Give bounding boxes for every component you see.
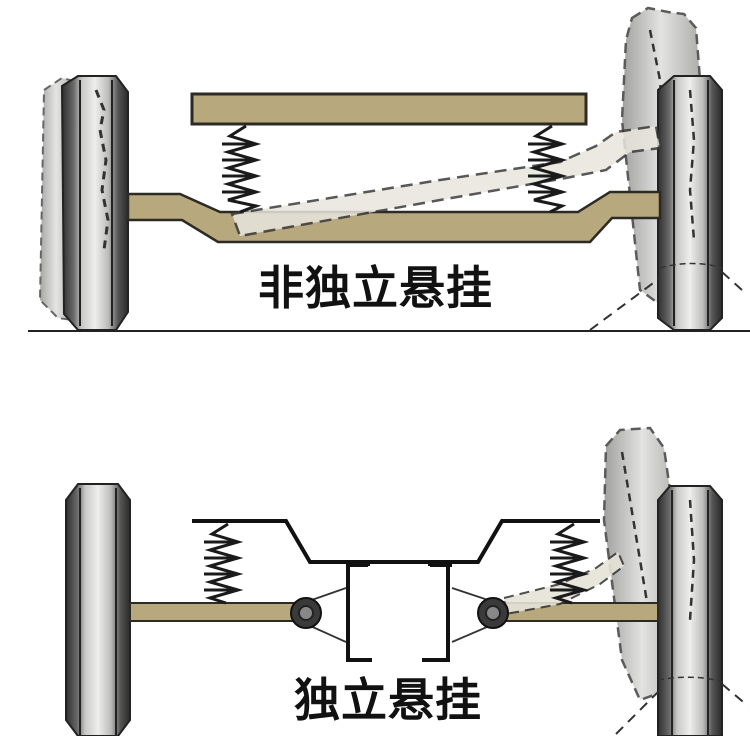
non-independent-suspension-panel: 非独立悬挂 bbox=[0, 0, 750, 340]
right-spring bbox=[528, 124, 568, 214]
non-independent-suspension-label: 非独立悬挂 bbox=[258, 261, 493, 315]
mount-plate-left bbox=[346, 561, 368, 567]
right-wheel-upright bbox=[657, 75, 723, 331]
pivot-brackets bbox=[305, 587, 495, 643]
right-wheel-upright bbox=[657, 485, 723, 736]
left-spring bbox=[222, 124, 262, 214]
independent-suspension-panel: 独立悬挂 bbox=[0, 400, 750, 736]
body-frame-outline bbox=[192, 519, 600, 564]
tilt-projection-dashes bbox=[615, 683, 749, 735]
right-spring bbox=[550, 522, 590, 605]
center-subframe bbox=[346, 562, 450, 662]
mount-plate-right bbox=[430, 561, 452, 567]
left-pivot bbox=[290, 597, 322, 629]
right-pivot bbox=[477, 597, 509, 629]
left-spring bbox=[204, 522, 244, 605]
body-frame bbox=[190, 92, 588, 126]
tilt-projection-dashes bbox=[589, 271, 743, 331]
left-wheel bbox=[60, 75, 129, 331]
left-control-arm bbox=[129, 602, 307, 622]
non-independent-suspension-drawing bbox=[28, 6, 750, 332]
left-wheel bbox=[65, 483, 131, 736]
independent-suspension-drawing bbox=[65, 426, 749, 736]
independent-suspension-label: 独立悬挂 bbox=[294, 673, 482, 727]
